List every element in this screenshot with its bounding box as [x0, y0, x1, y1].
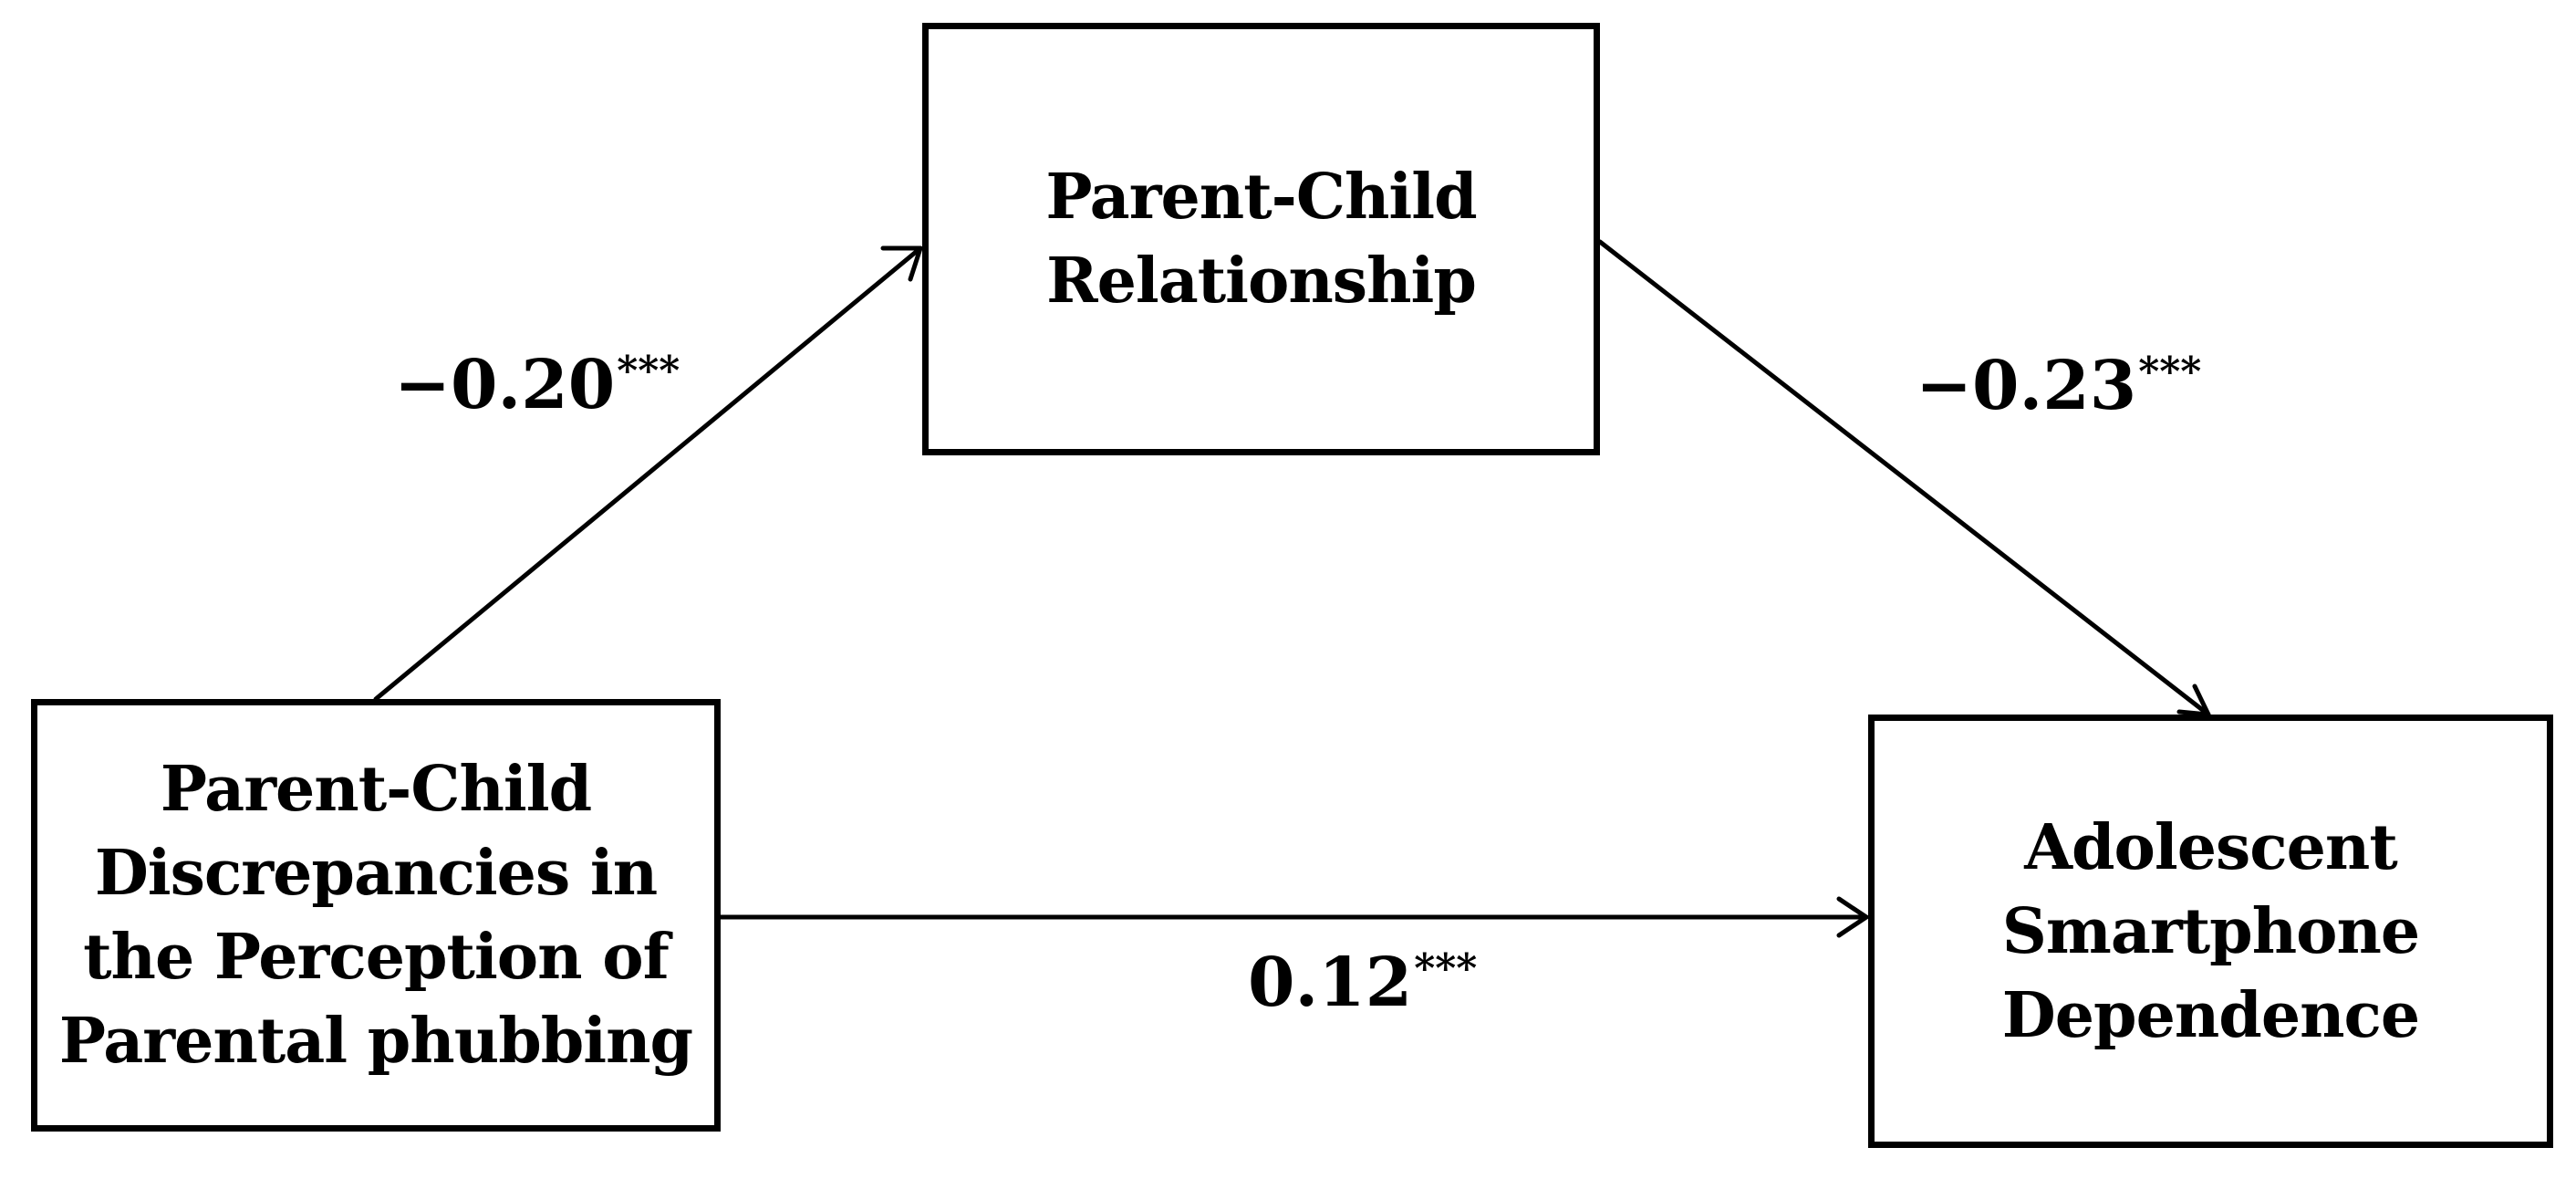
predictor-label: Parent-Child Discrepancies in the Percep… [58, 747, 693, 1083]
outcome-label-line-1: Adolescent [2024, 810, 2398, 884]
mediator-label-line-2: Relationship [1046, 245, 1477, 318]
mediator-box: Parent-Child Relationship [922, 23, 1600, 455]
arrow-b-line [1597, 239, 2211, 717]
predictor-box: Parent-Child Discrepancies in the Percep… [31, 699, 721, 1132]
outcome-box: Adolescent Smartphone Dependence [1868, 715, 2553, 1148]
arrow-a-head [880, 245, 923, 282]
path-a-coefficient: −0.20*** [394, 348, 680, 420]
path-c-coefficient: 0.12*** [1248, 949, 1477, 1017]
outcome-label-line-2: Smartphone [2001, 894, 2420, 968]
path-a-significance: *** [617, 348, 680, 394]
mediator-label-line-1: Parent-Child [1045, 161, 1477, 234]
path-b-value: −0.23 [1916, 347, 2137, 425]
arrow-a-line [373, 245, 923, 702]
outcome-label-line-3: Dependence [2001, 978, 2420, 1052]
arrow-c-head [1836, 896, 1869, 938]
path-b-significance: *** [2138, 349, 2202, 395]
outcome-label: Adolescent Smartphone Dependence [2001, 806, 2420, 1058]
path-b-coefficient: −0.23*** [1916, 349, 2202, 421]
predictor-label-line-4: Parental phubbing [58, 1005, 693, 1078]
path-c-value: 0.12 [1248, 944, 1413, 1022]
mediator-label: Parent-Child Relationship [1045, 155, 1477, 323]
predictor-label-line-1: Parent-Child [160, 753, 592, 826]
predictor-label-line-3: the Perception of [83, 921, 670, 994]
predictor-label-line-2: Discrepancies in [94, 837, 658, 910]
path-c-significance: *** [1414, 945, 1478, 992]
path-a-value: −0.20 [394, 346, 616, 424]
